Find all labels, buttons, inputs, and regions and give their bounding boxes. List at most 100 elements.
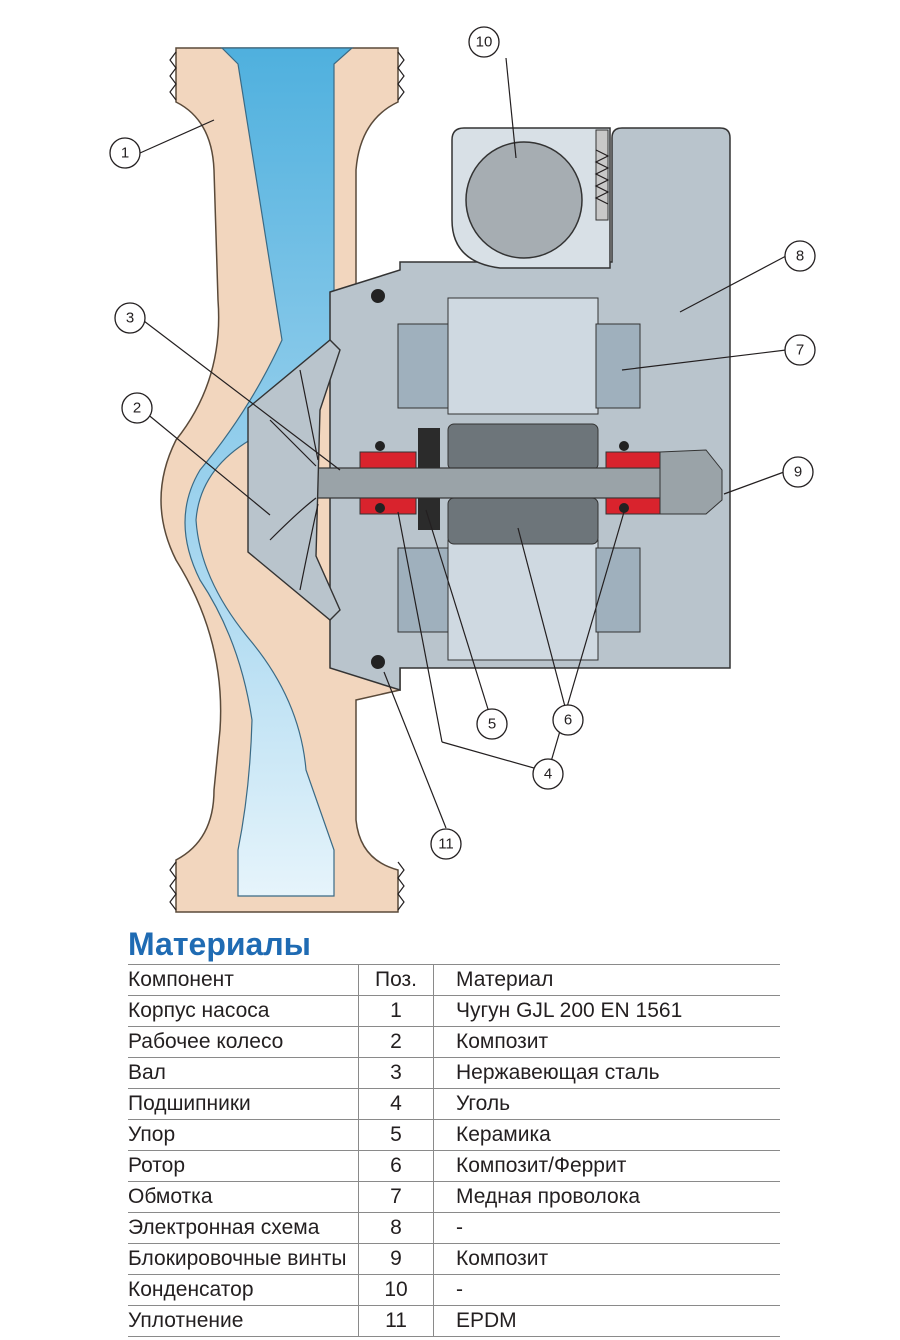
thread-top	[169, 51, 405, 101]
o-ring-bottom	[371, 655, 385, 669]
cell-component: Вал	[128, 1057, 359, 1089]
header-component: Компонент	[128, 964, 359, 996]
cell-material: Медная проволока	[433, 1181, 780, 1213]
materials-title: Материалы	[128, 926, 311, 962]
bearing-right-top	[605, 451, 661, 469]
cell-material: Композит	[433, 1026, 780, 1058]
winding-right-top	[595, 323, 641, 409]
o-ring-right-shaft-top	[619, 441, 629, 451]
cell-material: EPDM	[433, 1305, 780, 1337]
thrust-lower	[418, 498, 440, 530]
callout-8: 8	[784, 240, 816, 272]
leader-lines	[139, 57, 787, 829]
cell-material: Керамика	[433, 1119, 780, 1151]
o-ring-left-shaft-bottom	[375, 503, 385, 513]
svg-text:10: 10	[476, 34, 493, 51]
svg-text:5: 5	[488, 716, 496, 733]
callout-5: 5	[476, 708, 508, 740]
cell-component: Ротор	[128, 1150, 359, 1182]
callout-11: 11	[430, 828, 462, 860]
o-ring-top	[371, 289, 385, 303]
header-position: Поз.	[358, 964, 434, 996]
cell-position: 5	[358, 1119, 434, 1151]
o-ring-right-shaft-bottom	[619, 503, 629, 513]
svg-text:6: 6	[564, 712, 572, 729]
screw	[595, 129, 609, 221]
cell-position: 3	[358, 1057, 434, 1089]
cell-component: Обмотка	[128, 1181, 359, 1213]
svg-text:7: 7	[796, 342, 804, 359]
callout-4: 4	[532, 758, 564, 790]
stator-upper	[447, 297, 599, 415]
end-cap	[659, 449, 723, 515]
callout-6: 6	[552, 704, 584, 736]
cell-material: Композит	[433, 1243, 780, 1275]
cell-position: 6	[358, 1150, 434, 1182]
cell-component: Конденсатор	[128, 1274, 359, 1306]
cell-component: Рабочее колесо	[128, 1026, 359, 1058]
cell-position: 9	[358, 1243, 434, 1275]
svg-text:9: 9	[794, 464, 802, 481]
cell-position: 2	[358, 1026, 434, 1058]
pump-cross-section-diagram: 1 2 3 4 5 6 7 8 9 10 11	[109, 26, 816, 913]
cell-component: Упор	[128, 1119, 359, 1151]
cell-position: 4	[358, 1088, 434, 1120]
bearing-right-bottom	[605, 497, 661, 515]
o-ring-left-shaft-top	[375, 441, 385, 451]
cell-position: 7	[358, 1181, 434, 1213]
cell-component: Электронная схема	[128, 1212, 359, 1244]
cell-material: Уголь	[433, 1088, 780, 1120]
cell-component: Блокировочные винты	[128, 1243, 359, 1275]
callout-9: 9	[782, 456, 814, 488]
impeller-blades	[269, 369, 319, 591]
water-channel	[184, 47, 354, 897]
cell-position: 1	[358, 995, 434, 1027]
callout-1: 1	[109, 137, 141, 169]
cell-material: Нержавеющая сталь	[433, 1057, 780, 1089]
cell-position: 8	[358, 1212, 434, 1244]
screw-threads	[594, 149, 610, 205]
rotor-lower	[447, 497, 599, 545]
cell-material: -	[433, 1212, 780, 1244]
cell-component: Подшипники	[128, 1088, 359, 1120]
impeller	[247, 339, 341, 621]
callout-10: 10	[468, 26, 500, 58]
shaft	[295, 467, 697, 499]
winding-right-bottom	[595, 547, 641, 633]
callout-2: 2	[121, 392, 153, 424]
winding-left-top	[397, 323, 449, 409]
cell-position: 10	[358, 1274, 434, 1306]
cell-material: Чугун GJL 200 EN 1561	[433, 995, 780, 1027]
capacitor	[465, 141, 583, 259]
bearing-left-top	[359, 451, 417, 469]
callout-3: 3	[114, 302, 146, 334]
winding-left-bottom	[397, 547, 449, 633]
cell-material: Композит/Феррит	[433, 1150, 780, 1182]
cell-material: -	[433, 1274, 780, 1306]
rotor-upper	[447, 423, 599, 471]
callout-7: 7	[784, 334, 816, 366]
cell-component: Уплотнение	[128, 1305, 359, 1337]
header-material: Материал	[433, 964, 780, 996]
cell-component: Корпус насоса	[128, 995, 359, 1027]
thrust-upper	[418, 428, 440, 468]
svg-text:2: 2	[133, 400, 141, 417]
bearing-left-bottom	[359, 497, 417, 515]
svg-text:11: 11	[438, 836, 454, 853]
stator-lower	[447, 539, 599, 661]
svg-text:1: 1	[121, 145, 129, 162]
cell-position: 11	[358, 1305, 434, 1337]
